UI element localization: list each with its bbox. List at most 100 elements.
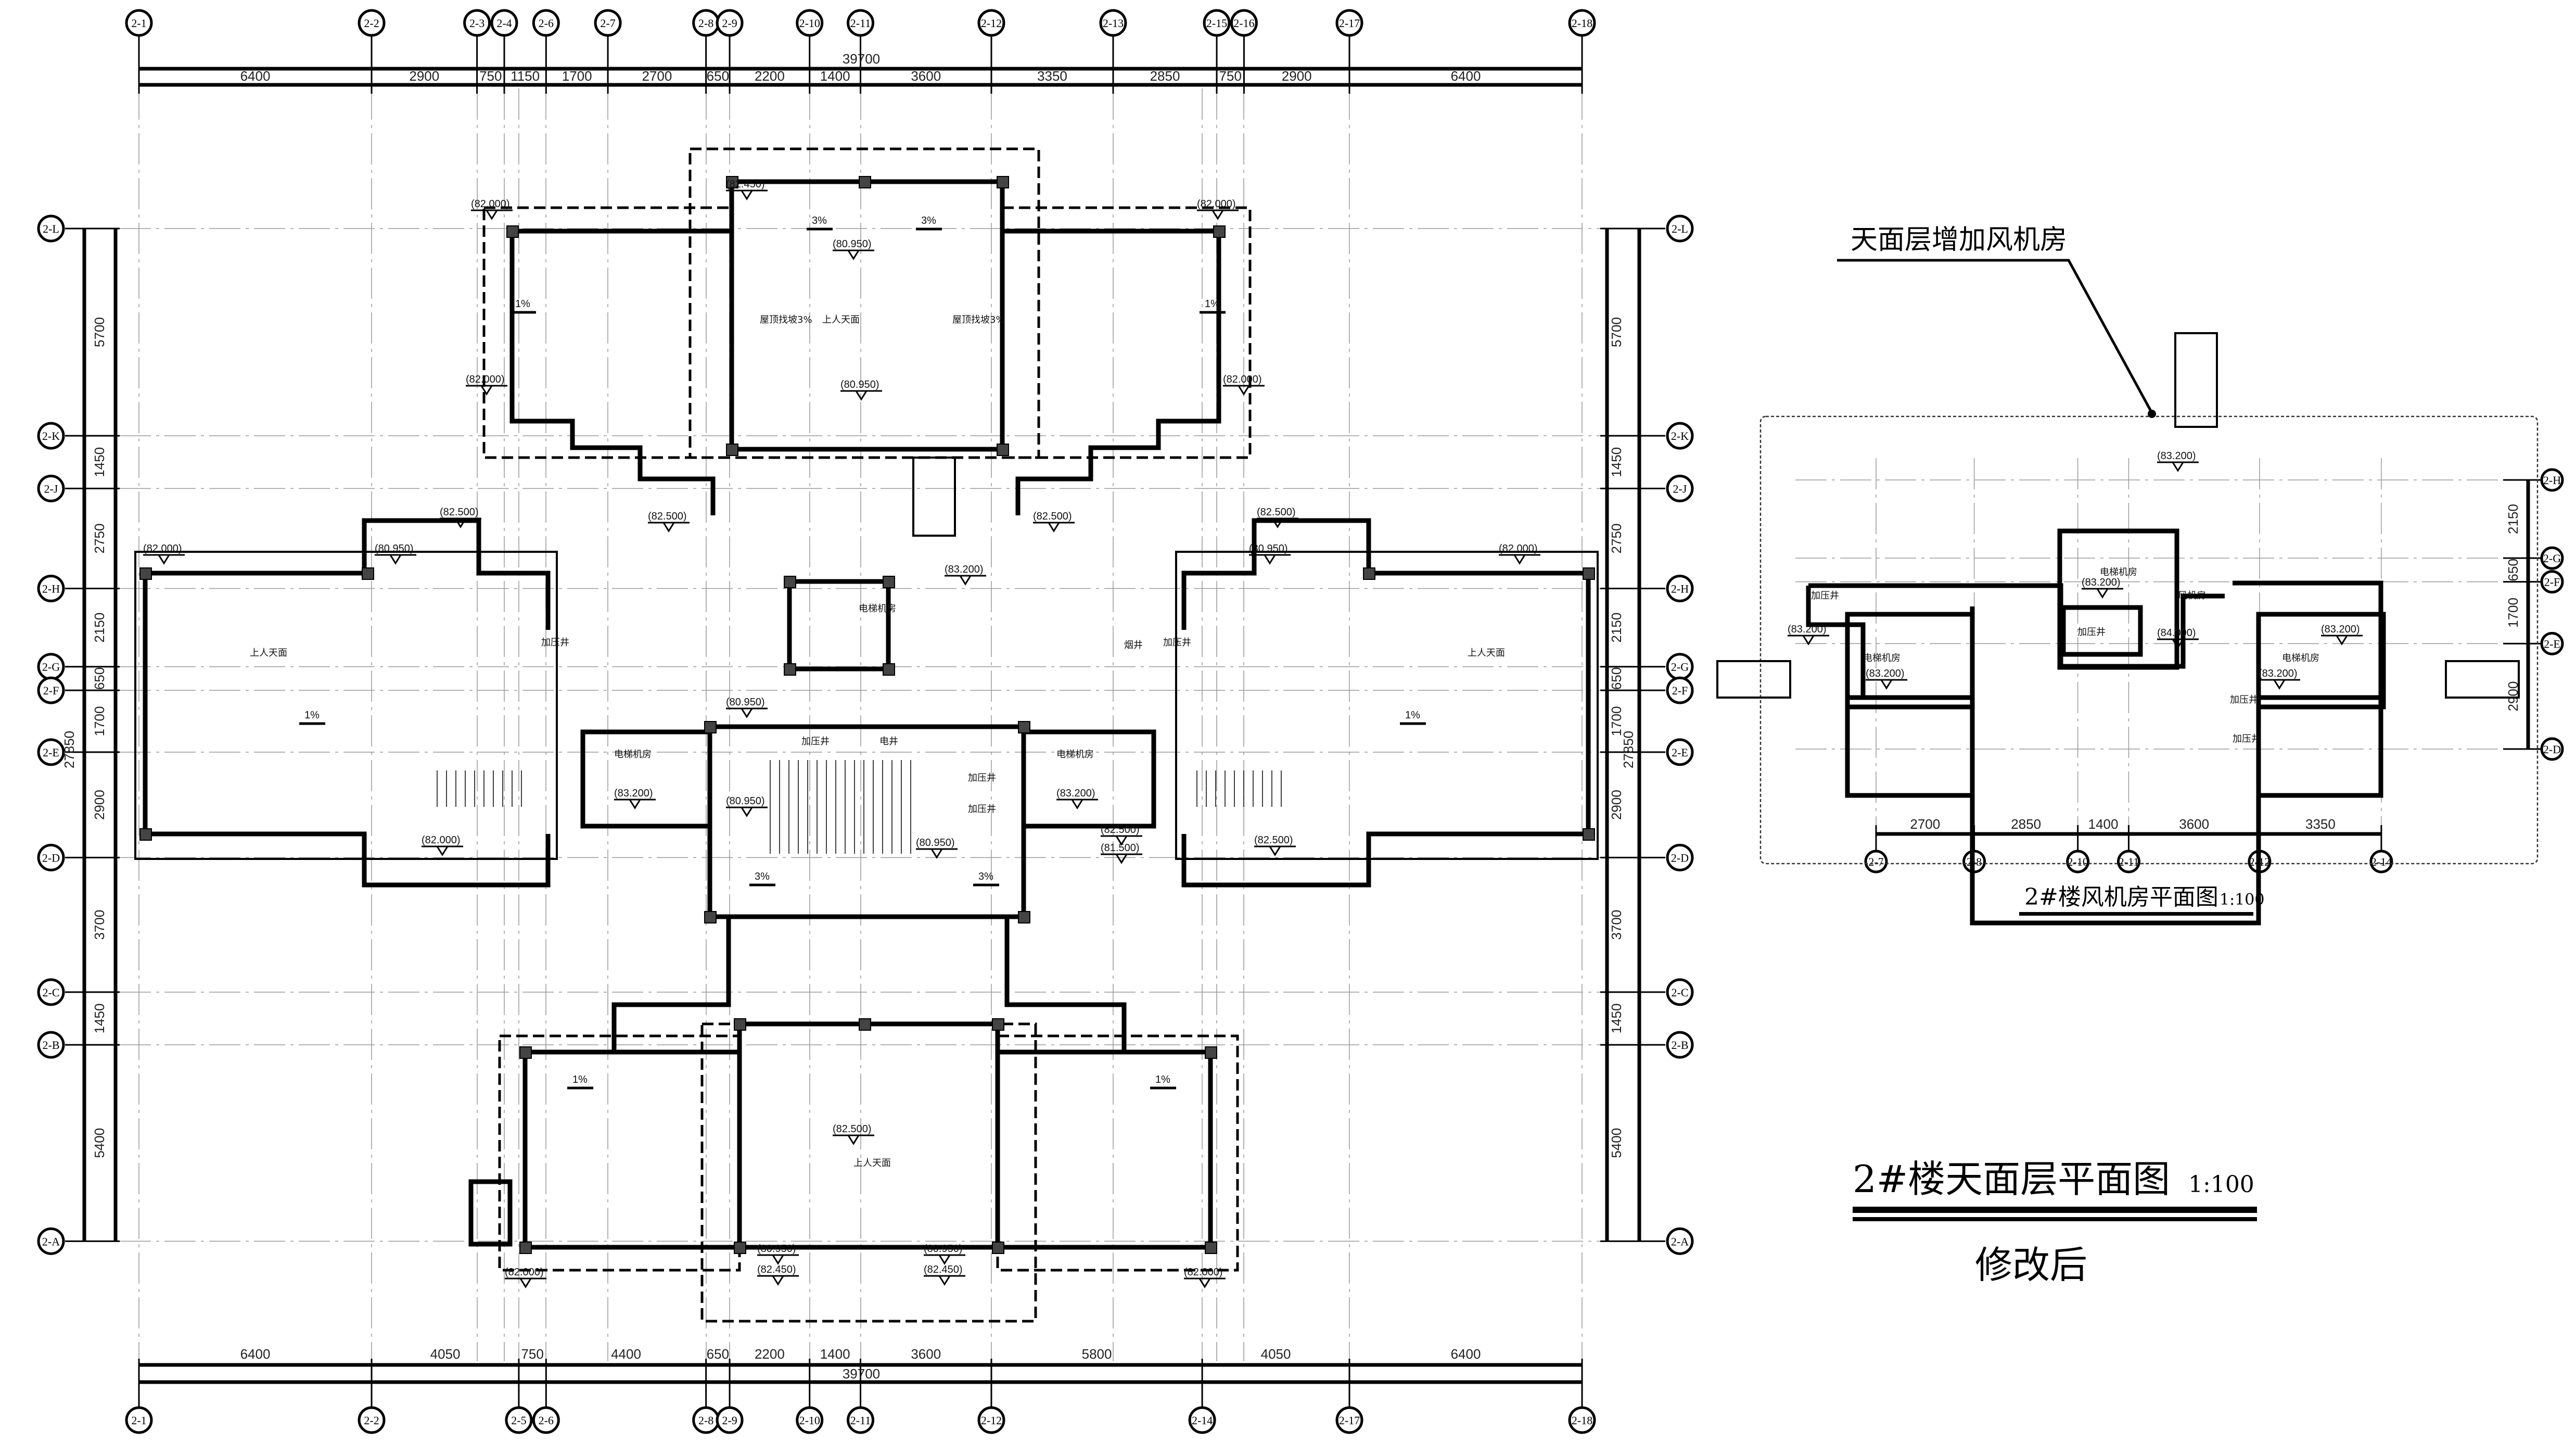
dimension-value: 2750 (1609, 524, 1624, 554)
dimension-value: 2900 (1282, 68, 1312, 84)
axis-bubble (2066, 850, 2090, 874)
right-wing-walls (1181, 571, 1591, 888)
axis-bubble (532, 9, 560, 37)
structural-columns (139, 176, 1595, 1254)
elevation-mark: (84.000) (2157, 627, 2196, 639)
structural-column (519, 1242, 532, 1254)
fan-pressure-shaft-center (2061, 605, 2143, 657)
slope-label: 3% (921, 215, 936, 226)
elevation-triangle-icon (757, 1275, 799, 1286)
dimension-value: 5400 (1609, 1128, 1624, 1158)
dimension-value: 6400 (1451, 68, 1481, 84)
axis-label: 2-9 (722, 1414, 737, 1427)
axis-label: 2-8 (698, 1414, 713, 1427)
axis-label: 2-F (1672, 684, 1688, 697)
elevation-mark: (83.200) (2321, 624, 2360, 635)
axis-bubble (2116, 850, 2140, 874)
axis-bubble (37, 1227, 65, 1255)
dimension-value: 1400 (820, 68, 850, 84)
slope-label: 3% (812, 215, 827, 226)
axis-grid (120, 88, 2508, 1361)
dimension-value: 4050 (1261, 1346, 1291, 1362)
dimension-value: 1400 (2088, 816, 2119, 832)
axis-bubble (1099, 9, 1127, 37)
dimension-value: 3700 (92, 910, 107, 940)
elevation-triangle-icon (422, 845, 463, 856)
elevation-triangle-icon (1254, 845, 1296, 856)
elevation-mark: (83.200) (2157, 450, 2196, 462)
elevation-triangle-icon (833, 249, 874, 260)
dimension-value: 650 (2505, 559, 2521, 581)
axis-bubble (796, 9, 824, 37)
elevation-triangle-icon (1033, 522, 1075, 533)
structural-column (704, 911, 717, 923)
axis-bubble (1666, 843, 1694, 871)
axis-bubble (532, 1406, 560, 1434)
right-wing-outline (1175, 551, 1599, 860)
axis-bubble (2540, 546, 2564, 570)
elevation-mark: (82.000) (143, 543, 182, 554)
axis-bubble (2369, 850, 2393, 874)
elevation-triangle-icon (143, 554, 185, 565)
axis-bubble (977, 1406, 1005, 1434)
axis-bubble (796, 1406, 824, 1434)
room-label: 加压井 (968, 804, 996, 815)
elevation-mark: (82.000) (422, 834, 461, 846)
axis-bubble (358, 9, 386, 37)
axis-bubble (37, 575, 65, 603)
elevation-mark: (82.500) (1254, 834, 1293, 846)
dimension-value: 6400 (240, 68, 271, 84)
axis-bubble (1666, 422, 1694, 450)
axis-label: 2-18 (1572, 1414, 1592, 1427)
axis-label: 2-6 (539, 1414, 554, 1427)
axis-bubble (1666, 738, 1694, 766)
axis-label: 2-B (1672, 1039, 1689, 1052)
axis-bubble (2540, 468, 2564, 492)
room-label: 加压井 (2230, 694, 2258, 705)
top-center-dashed-outline (688, 147, 1040, 459)
elevation-mark: (82.000) (471, 198, 510, 210)
dimension-value: 5700 (1609, 317, 1624, 347)
elevation-mark: (83.200) (1788, 624, 1827, 635)
elevation-triangle-icon (945, 575, 986, 586)
elevation-triangle-icon (1788, 635, 1829, 645)
dimension-value: 3350 (2305, 816, 2336, 832)
elevation-mark: (80.950) (924, 1243, 963, 1255)
axis-bubble (37, 422, 65, 450)
axis-label: 2-C (1672, 986, 1689, 999)
structural-column (1018, 911, 1030, 923)
room-label: 风机房 (2178, 590, 2206, 601)
dimension-total: 39700 (843, 51, 880, 67)
elevation-mark: (82.500) (1257, 507, 1296, 518)
left-wing-outline (134, 551, 558, 860)
elevation-mark: (82.450) (757, 1264, 796, 1275)
axis-bubble (977, 9, 1005, 37)
room-label: 加压井 (968, 773, 996, 783)
axis-bubble (37, 214, 65, 243)
elevation-mark: (83.200) (1866, 668, 1905, 679)
main-roof-plan: 上人天面上人天面上人天面上人天面电梯机房电梯机房电梯机房加压井电井加压井加压井烟… (134, 147, 1599, 1323)
axis-label: 2-17 (1339, 17, 1360, 30)
dimension-value: 2150 (92, 613, 107, 643)
structural-column (1205, 1242, 1217, 1254)
dimension-total: 27850 (61, 731, 77, 768)
elevation-triangle-icon (1499, 554, 1540, 565)
fan-elevator-room-top (2057, 528, 2179, 670)
room-label: 加压井 (2077, 627, 2106, 638)
elevation-mark: (80.950) (916, 837, 955, 849)
axis-label: 2-15 (1206, 17, 1227, 30)
room-label: 电梯机房 (614, 749, 652, 760)
axis-label: 2-14 (2371, 855, 2392, 868)
dimension-value: 1700 (562, 68, 592, 84)
dimension-value: 2850 (2011, 816, 2041, 832)
slope-label: 1% (572, 1074, 588, 1085)
dimension-value: 5400 (92, 1128, 107, 1158)
fan-room-scale: 1:100 (2220, 891, 2264, 909)
dimension-value: 1450 (1609, 1004, 1624, 1034)
axis-label: 2-B (43, 1039, 60, 1052)
dimension-value: 2200 (755, 68, 785, 84)
axis-bubble (125, 1406, 153, 1434)
dimension-value: 1400 (820, 1346, 850, 1362)
axis-label: 2-5 (511, 1414, 526, 1427)
axis-label: 2-E (43, 746, 59, 759)
